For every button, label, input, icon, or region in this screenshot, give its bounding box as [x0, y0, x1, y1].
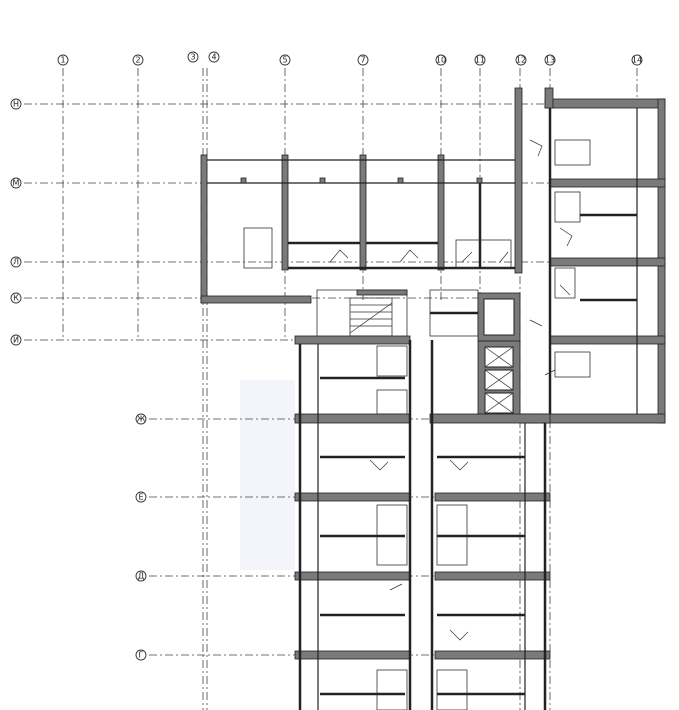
axis-label: Е [138, 493, 143, 502]
axis-label: Ж [137, 415, 146, 424]
axis-label: 4 [211, 53, 216, 62]
axis-label: Л [13, 258, 19, 267]
axis-label: 10 [436, 56, 446, 65]
axis-label: Д [138, 572, 144, 581]
elevator-icon [484, 346, 514, 414]
axis-label: 3 [190, 53, 195, 62]
axis-label: Н [13, 100, 19, 109]
axis-label: 13 [545, 56, 555, 65]
stair-icon [349, 297, 393, 337]
axis-label: К [13, 294, 19, 303]
axis-label: 5 [282, 56, 287, 65]
right-wing [519, 87, 666, 424]
left-wing [200, 87, 523, 304]
axis-label: 2 [135, 56, 140, 65]
core [316, 289, 521, 422]
axis-markers-top: 1 2 3 4 5 7 10 11 12 13 14 [57, 51, 643, 66]
axis-label: 12 [516, 56, 526, 65]
axis-markers-left: Н М Л К И Ж Е Д Г [10, 98, 147, 661]
axis-label: 1 [60, 56, 65, 65]
tower [294, 335, 551, 710]
axis-label: И [13, 336, 19, 345]
axis-label: М [13, 179, 20, 188]
axis-label: 11 [475, 56, 485, 65]
axis-label: 14 [632, 56, 642, 65]
shaded-area [240, 380, 295, 570]
axis-label: Г [139, 651, 144, 660]
axis-label: 7 [360, 56, 365, 65]
